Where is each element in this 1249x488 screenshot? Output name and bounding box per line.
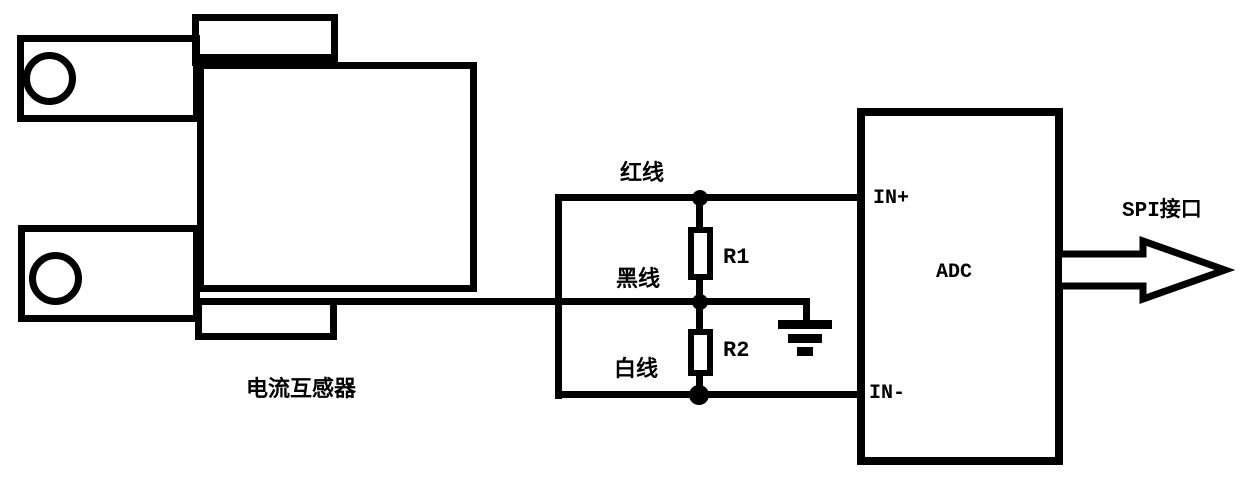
label-red-wire: 红线 [620, 160, 665, 185]
label-resistor-r1: R1 [723, 245, 750, 270]
ground-bar-bottom [797, 347, 813, 356]
ground-icon [778, 320, 832, 329]
current-transformer-body [197, 62, 477, 292]
label-black-wire: 黑线 [616, 266, 661, 291]
label-current-transformer: 电流互感器 [246, 376, 357, 401]
spi-arrow-outline [1062, 236, 1235, 304]
junction-dot-top [692, 190, 708, 206]
label-adc-in-plus: IN+ [873, 187, 910, 210]
spi-arrow-icon [1062, 236, 1235, 304]
label-white-wire: 白线 [614, 356, 659, 381]
terminal-hole-top-icon [23, 52, 76, 105]
resistor-r2-body [688, 329, 713, 376]
junction-dot-bottom [689, 385, 709, 405]
terminal-hole-bottom-icon [29, 252, 82, 305]
label-resistor-r2: R2 [723, 338, 750, 363]
label-spi-interface: SPI接口 [1122, 200, 1202, 223]
transformer-terminal-bottom [18, 225, 200, 322]
transformer-terminal-top [17, 35, 200, 122]
ground-lead [803, 301, 810, 325]
ground-bar-middle [788, 334, 822, 343]
label-adc-in-minus: IN- [869, 382, 906, 405]
resistor-r1-body [688, 227, 713, 280]
wire-left-vertical [555, 194, 562, 399]
label-adc: ADC [936, 261, 973, 284]
junction-dot-middle [692, 294, 708, 310]
adc-block [857, 108, 1063, 465]
transformer-top-block [192, 14, 338, 66]
wire-red-horizontal [555, 194, 861, 201]
wire-black-horizontal [195, 298, 810, 305]
